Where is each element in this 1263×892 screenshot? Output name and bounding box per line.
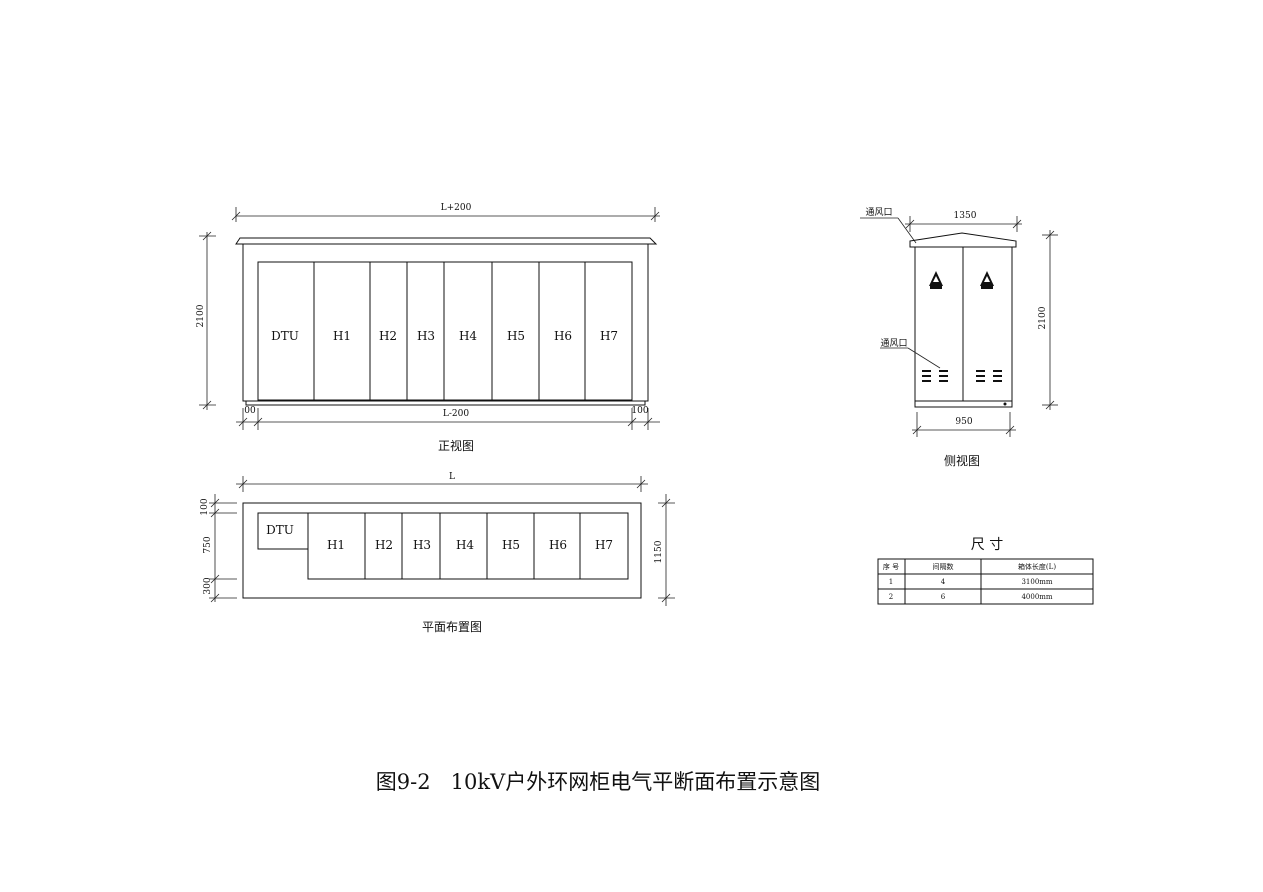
front-dim-height: 2100 bbox=[196, 231, 216, 410]
front-cabinet-label: H7 bbox=[600, 329, 618, 343]
front-cabinet-row bbox=[257, 261, 633, 401]
front-cabinet-label: H1 bbox=[333, 329, 351, 343]
front-view-title: 正视图 bbox=[438, 438, 474, 453]
side-vent-callout-top: 通风口 bbox=[860, 207, 917, 244]
plan-dim-top-label: L bbox=[449, 472, 455, 482]
side-view-title: 侧视图 bbox=[944, 453, 980, 468]
side-dim-bottom-label: 950 bbox=[955, 417, 972, 427]
figure-caption: 图9-2 10kV户外环网柜电气平断面布置示意图 bbox=[376, 770, 820, 794]
front-cabinet-label: H3 bbox=[417, 329, 435, 343]
side-roof bbox=[909, 232, 1017, 248]
size-table-cell: 4 bbox=[941, 578, 946, 586]
warning-sign-icon bbox=[929, 271, 943, 289]
warning-sign-icon bbox=[980, 271, 994, 289]
side-dim-top-label: 1350 bbox=[954, 211, 977, 221]
front-dim-left-small: 00 bbox=[244, 406, 256, 416]
front-cabinet-label: H6 bbox=[554, 329, 572, 343]
front-dim-top: L+200 bbox=[231, 203, 660, 222]
side-vent-callout-mid: 通风口 bbox=[880, 338, 941, 369]
plan-view: L DTU H1 H2 H3 H4 H5 H6 H7 bbox=[200, 472, 675, 634]
front-cabinet-label: H5 bbox=[507, 329, 525, 343]
side-base-bolt bbox=[1003, 402, 1007, 406]
front-roof bbox=[235, 237, 658, 245]
plan-cabinet-label: H3 bbox=[413, 538, 431, 552]
front-dim-bottom: L-200 00 100 bbox=[236, 406, 660, 430]
size-table-header: 间隔数 bbox=[933, 562, 954, 571]
side-vent-label-mid: 通风口 bbox=[880, 338, 907, 349]
plan-cabinet-label: H7 bbox=[595, 538, 613, 552]
plan-dim-right: 1150 bbox=[654, 494, 675, 606]
side-dim-right: 2100 bbox=[1038, 230, 1058, 410]
size-table-header: 箱体长度(L) bbox=[1018, 562, 1056, 571]
vent-louver-icon bbox=[976, 370, 1002, 382]
plan-cabinet-label: H2 bbox=[375, 538, 393, 552]
front-cabinet-label: H4 bbox=[459, 329, 477, 343]
plan-dim-left-label: 100 bbox=[200, 498, 210, 515]
plan-cabinet-label: H5 bbox=[502, 538, 520, 552]
size-table-cell: 2 bbox=[889, 593, 893, 601]
plan-cabinet-row bbox=[307, 512, 629, 580]
side-view: 1350 通风口 bbox=[860, 207, 1058, 468]
front-housing bbox=[242, 243, 649, 402]
size-table-cell: 4000mm bbox=[1021, 593, 1052, 601]
plan-dim-left-label: 750 bbox=[203, 536, 213, 553]
plan-cabinet-label: H1 bbox=[327, 538, 345, 552]
plan-cabinet-label: DTU bbox=[266, 523, 294, 537]
side-dim-bottom: 950 bbox=[912, 412, 1016, 437]
plan-housing bbox=[242, 502, 642, 599]
front-base bbox=[245, 400, 646, 406]
front-dim-right-small: 100 bbox=[631, 406, 648, 416]
vent-louver-icon bbox=[922, 370, 948, 382]
front-cabinet-label: DTU bbox=[271, 329, 299, 343]
front-cabinet-label: H2 bbox=[379, 329, 397, 343]
front-dim-height-label: 2100 bbox=[196, 304, 206, 327]
plan-dim-left: 100 750 300 bbox=[200, 494, 237, 603]
size-table: 尺 寸 序 号 间隔数 箱体长度(L) 1 4 3100mm 2 6 4000m… bbox=[877, 537, 1094, 605]
side-dim-right-label: 2100 bbox=[1038, 306, 1048, 329]
plan-dim-right-label: 1150 bbox=[654, 540, 664, 563]
plan-cabinet-label: H4 bbox=[456, 538, 474, 552]
plan-view-title: 平面布置图 bbox=[422, 620, 482, 634]
plan-cabinet-label: H6 bbox=[549, 538, 567, 552]
size-table-cell: 6 bbox=[941, 593, 946, 601]
size-table-title: 尺 寸 bbox=[971, 537, 1003, 553]
side-vent-label-top: 通风口 bbox=[865, 207, 892, 218]
front-dim-bottom-label: L-200 bbox=[443, 409, 469, 419]
front-dim-top-label: L+200 bbox=[441, 203, 472, 213]
size-table-cell: 1 bbox=[889, 578, 893, 586]
side-base bbox=[914, 400, 1013, 408]
side-dim-top: 1350 bbox=[905, 211, 1022, 232]
front-view: L+200 2100 DTU H1 H2 H3 bbox=[196, 203, 660, 453]
size-table-cell: 3100mm bbox=[1021, 578, 1052, 586]
plan-dim-top: L bbox=[236, 472, 648, 492]
size-table-header: 序 号 bbox=[883, 562, 899, 571]
plan-dim-left-label: 300 bbox=[203, 577, 213, 594]
